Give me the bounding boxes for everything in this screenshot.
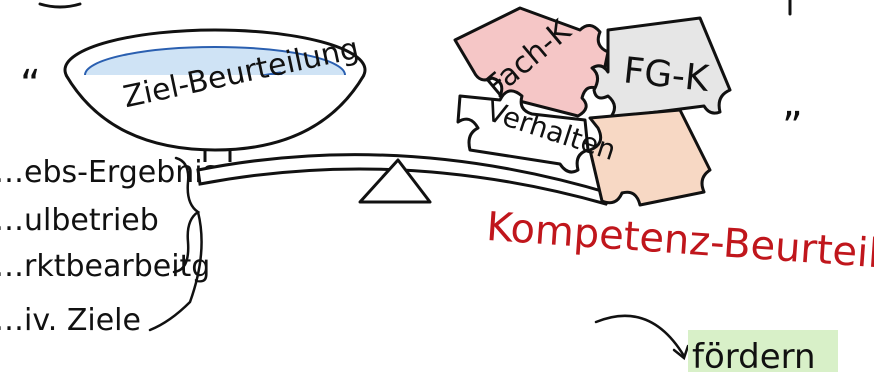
scale-bowl [63, 28, 367, 162]
foerdern-highlight [688, 330, 838, 372]
competence-title: Kompetenz-Beurteilung [485, 204, 874, 283]
scale-fulcrum [358, 158, 432, 204]
puzzle-piece-bottom-left [456, 89, 590, 174]
left-list-item-3: …rktbearbeitg [0, 249, 210, 284]
puzzle [453, 6, 732, 207]
left-list-item-2: …ulbetrieb [0, 203, 159, 238]
foerdern-label: fördern [692, 337, 816, 372]
puzzle-piece-bottom-right [588, 108, 712, 207]
brace [148, 156, 203, 332]
close-quote: ” [782, 104, 803, 150]
puzzle-piece-top-left [453, 6, 610, 118]
open-quote: “ [20, 62, 41, 108]
puzzle-piece-top-right [590, 16, 732, 120]
arrow-to-foerdern [594, 314, 686, 358]
puzzle-label-top-right: FG-K [622, 50, 712, 100]
top-scribble [38, 0, 792, 16]
left-list-item-1: …ebs-Ergebnis [0, 155, 218, 190]
left-list: …ebs-Ergebnis …ulbetrieb …rktbearbeitg …… [0, 155, 218, 338]
left-list-item-4: …iv. Ziele [0, 303, 141, 338]
arrow-head [672, 344, 690, 361]
scale-beam [196, 153, 615, 206]
